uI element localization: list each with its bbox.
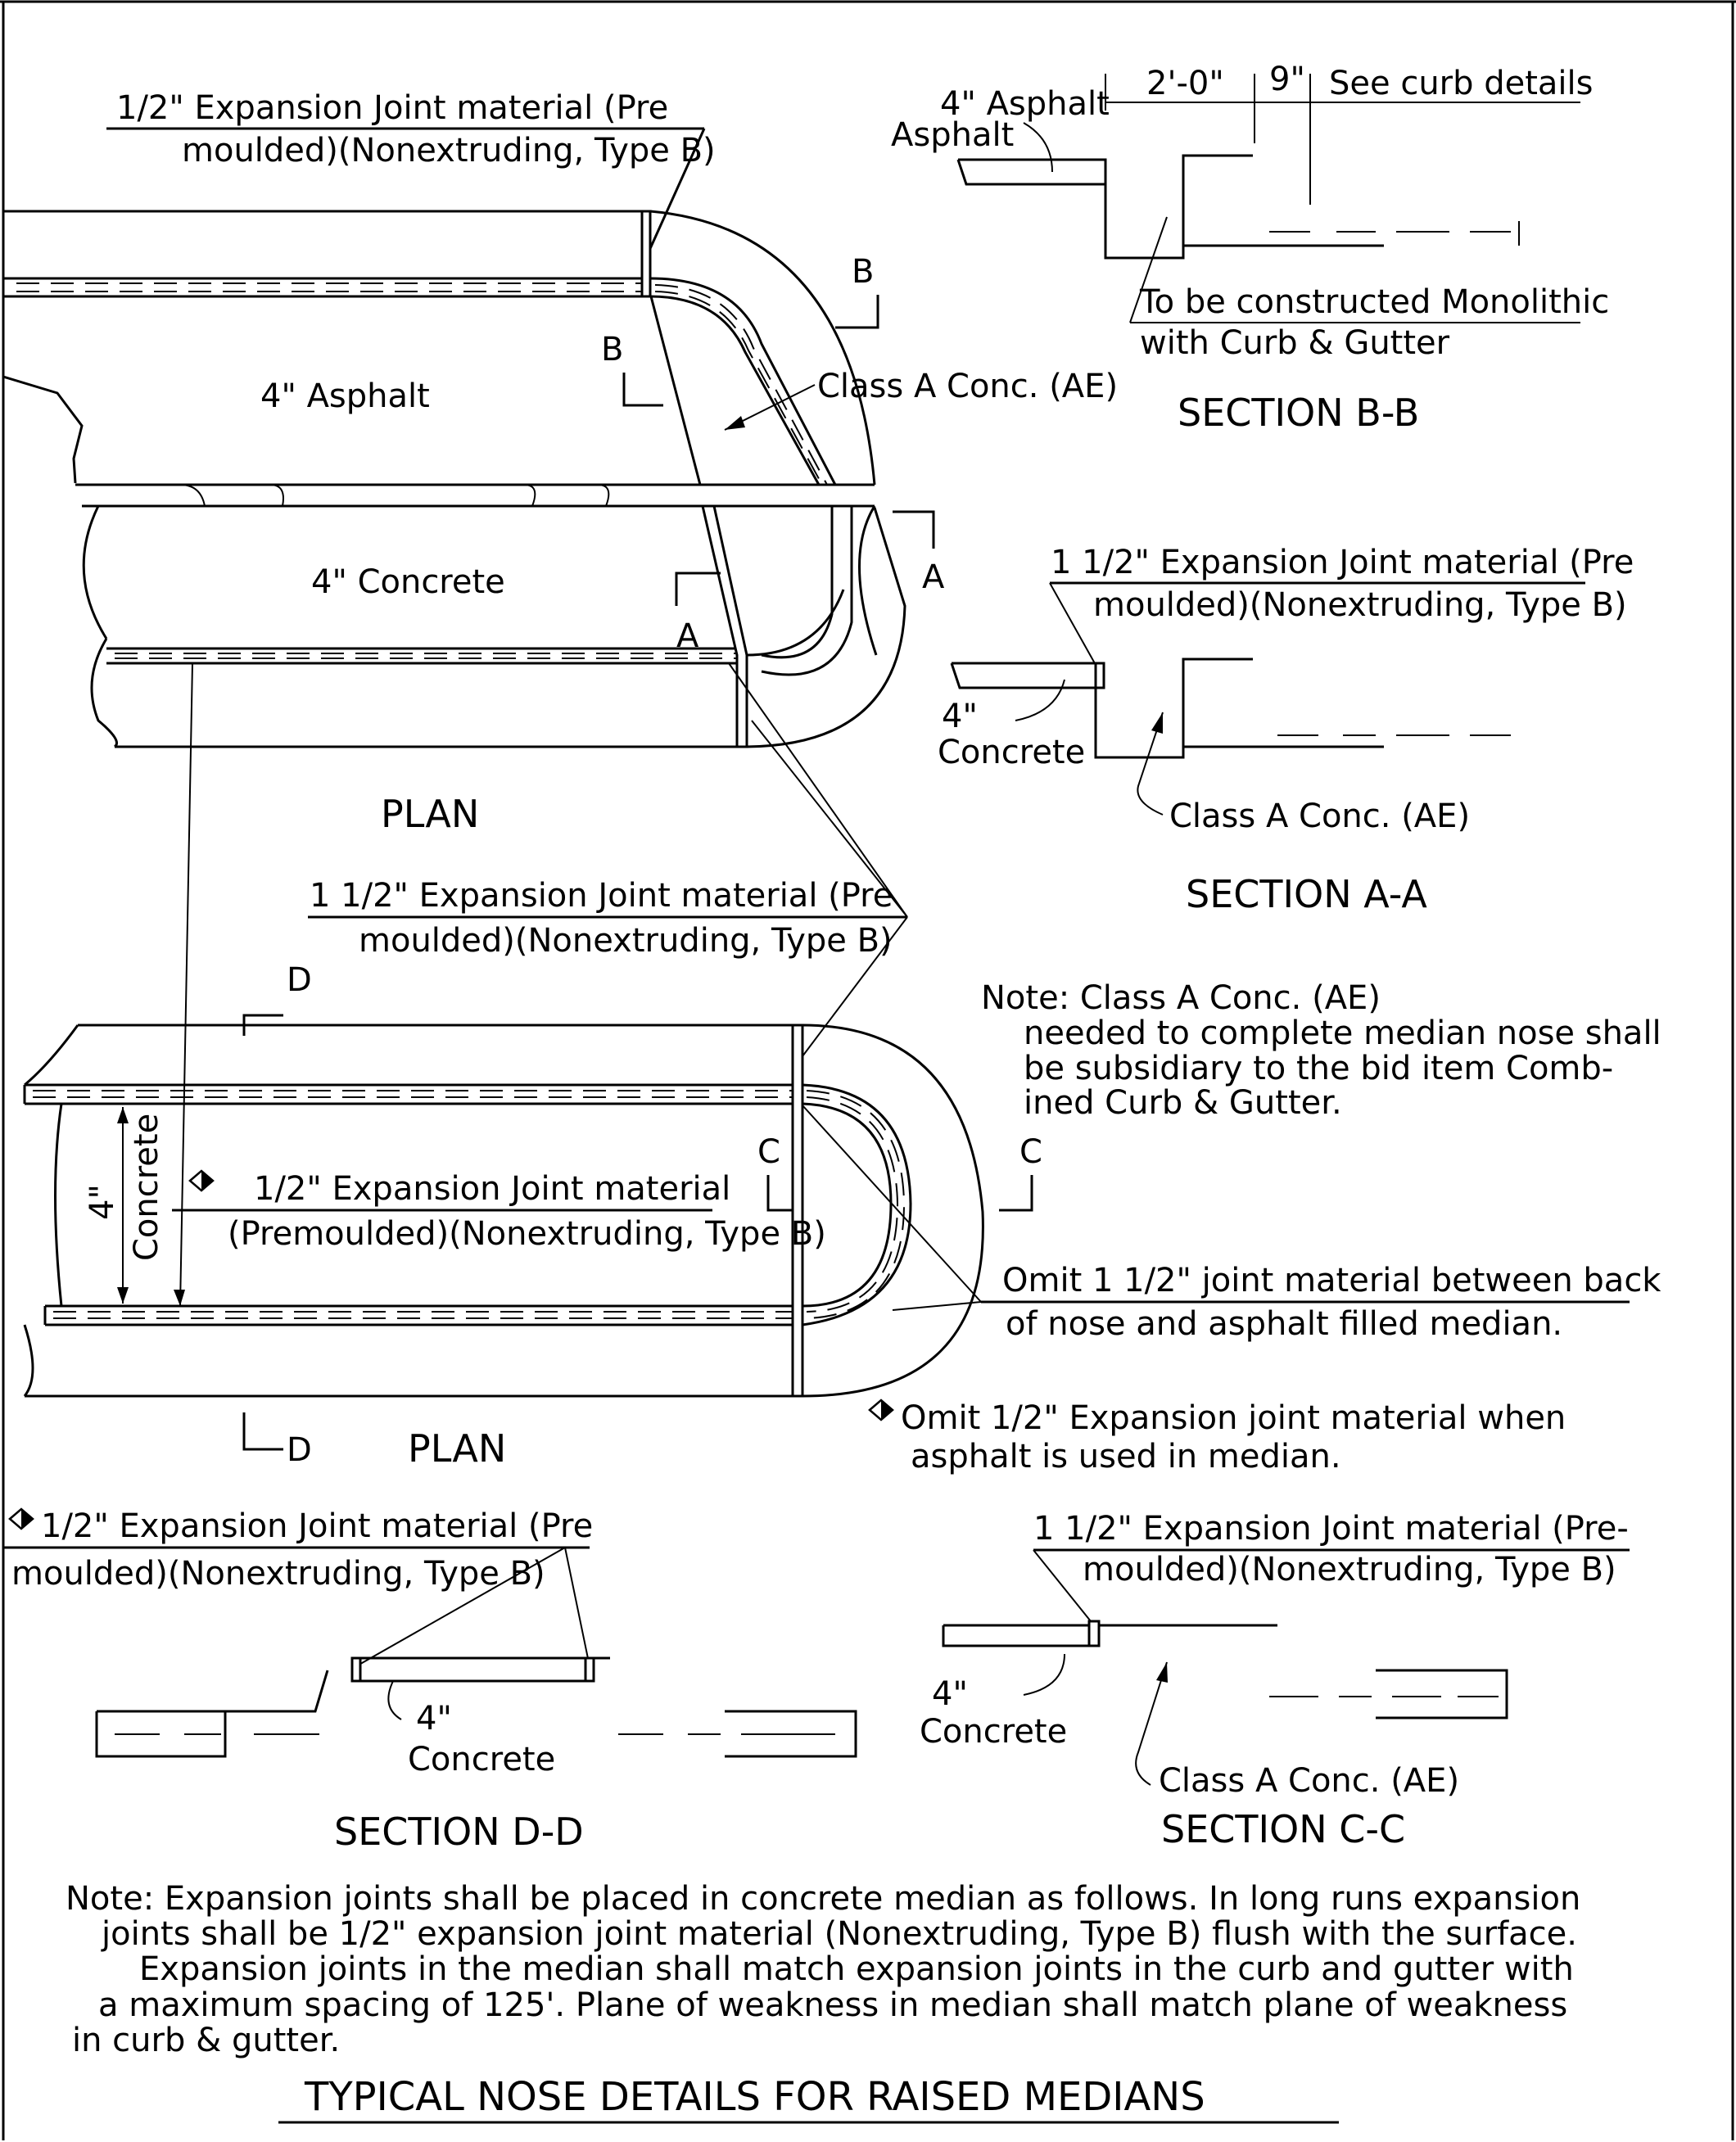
- section-aa-class-a: Class A Conc. (AE): [1169, 798, 1470, 835]
- section-bb-see-curb: See curb details: [1329, 65, 1593, 102]
- section-bb-dim-gutter: 9": [1269, 61, 1305, 98]
- section-cc-concrete-line1: 4": [932, 1675, 968, 1713]
- bottom-note-line4: a maximum spacing of 125'. Plane of weak…: [98, 1986, 1567, 2024]
- bottom-note-line3: Expansion joints in the median shall mat…: [139, 1950, 1574, 1988]
- plan-top: 1/2" Expansion Joint material (Pre mould…: [2, 89, 1118, 836]
- plan-top-cut-b-right: B: [852, 253, 874, 291]
- bottom-note-line1: Note: Expansion joints shall be placed i…: [66, 1880, 1580, 1918]
- section-dd-title: SECTION D-D: [334, 1810, 584, 1854]
- section-bb-asphalt-line1: 4" Asphalt: [940, 85, 1110, 123]
- plan-bottom-concrete-vertical: Concrete: [128, 1114, 165, 1261]
- bottom-note-line2: joints shall be 1/2" expansion joint mat…: [101, 1915, 1577, 1953]
- section-aa-concrete-line2: Concrete: [938, 734, 1085, 771]
- plan-bottom-cut-d-bottom: D: [287, 1431, 312, 1469]
- plan-bottom-title: PLAN: [408, 1426, 506, 1471]
- section-dd: 1/2" Expansion Joint material (Pre mould…: [3, 1507, 857, 1854]
- plan-bottom-omit-line2: of nose and asphalt filled median.: [1006, 1305, 1562, 1343]
- bottom-note-line5: in curb & gutter.: [72, 2022, 340, 2059]
- note-class-a-line3: be subsidiary to the bid item Comb-: [1024, 1050, 1613, 1087]
- bottom-note: Note: Expansion joints shall be placed i…: [66, 1880, 1580, 2059]
- section-cc-class-a: Class A Conc. (AE): [1159, 1762, 1459, 1800]
- plan-bottom-cut-d-top: D: [287, 961, 312, 999]
- plan-bottom-joint-line2: moulded)(Nonextruding, Type B): [359, 922, 893, 960]
- plan-top-asphalt-label: 4" Asphalt: [260, 377, 430, 415]
- plan-top-cut-b-left: B: [601, 331, 623, 368]
- plan-top-class-a-label: Class A Conc. (AE): [817, 368, 1118, 405]
- half-joint-diamond-icon: [188, 1169, 215, 1192]
- section-cc-title: SECTION C-C: [1161, 1807, 1405, 1851]
- section-aa-joint-line2: moulded)(Nonextruding, Type B): [1093, 586, 1627, 624]
- section-dd-concrete-line1: 4": [416, 1700, 452, 1738]
- note-class-a-line2: needed to complete median nose shall: [1024, 1015, 1661, 1052]
- section-cc-joint-line1: 1 1/2" Expansion Joint material (Pre-: [1033, 1510, 1629, 1548]
- section-bb: 2'-0" 9" See curb details 4" Asphalt Asp…: [891, 61, 1609, 435]
- section-aa-title: SECTION A-A: [1186, 872, 1427, 916]
- note-class-a-line1: Note: Class A Conc. (AE): [981, 979, 1381, 1017]
- section-bb-monolithic-line1: To be constructed Monolithic: [1139, 283, 1609, 321]
- plan-top-concrete-label: 4" Concrete: [311, 563, 505, 601]
- plan-bottom-dim-4: 4": [84, 1184, 121, 1220]
- plan-bottom-inner-joint-line2: (Premoulded)(Nonextruding, Type B): [228, 1215, 826, 1253]
- section-bb-monolithic-line2: with Curb & Gutter: [1140, 324, 1450, 362]
- plan-bottom-joint-line1: 1 1/2" Expansion Joint material (Pre: [310, 877, 893, 915]
- plan-top-title: PLAN: [381, 792, 479, 836]
- section-dd-diamond-icon: [8, 1507, 34, 1530]
- section-aa-concrete-line1: 4": [942, 698, 978, 735]
- section-cc-concrete-line2: Concrete: [920, 1713, 1067, 1751]
- section-bb-asphalt-line2: Asphalt: [891, 116, 1014, 154]
- plan-bottom-omit-half-line2: asphalt is used in median.: [911, 1438, 1341, 1475]
- omit-half-diamond-icon: [868, 1399, 894, 1421]
- plan-bottom-cut-c-right: C: [1019, 1133, 1042, 1171]
- section-bb-title: SECTION B-B: [1178, 391, 1419, 435]
- plan-bottom: 1 1/2" Expansion Joint material (Pre mou…: [23, 662, 1661, 1475]
- section-aa-joint-line1: 1 1/2" Expansion Joint material (Pre: [1051, 544, 1634, 581]
- section-dd-joint-line1: 1/2" Expansion Joint material (Pre: [41, 1507, 593, 1545]
- section-dd-joint-line2: moulded)(Nonextruding, Type B): [11, 1555, 545, 1593]
- plan-bottom-inner-joint-line1: 1/2" Expansion Joint material: [254, 1170, 730, 1208]
- plan-bottom-cut-c-left: C: [757, 1133, 780, 1171]
- section-cc-joint-line2: moulded)(Nonextruding, Type B): [1083, 1551, 1616, 1588]
- plan-bottom-omit-half-line1: Omit 1/2" Expansion joint material when: [901, 1399, 1566, 1437]
- drawing-title: TYPICAL NOSE DETAILS FOR RAISED MEDIANS: [304, 2074, 1205, 2120]
- section-cc: 1 1/2" Expansion Joint material (Pre- mo…: [920, 1510, 1630, 1851]
- plan-top-joint-callout-line1: 1/2" Expansion Joint material (Pre: [116, 89, 668, 127]
- section-dd-concrete-line2: Concrete: [408, 1741, 555, 1778]
- section-aa: 1 1/2" Expansion Joint material (Pre mou…: [938, 544, 1634, 916]
- plan-top-joint-callout-line2: moulded)(Nonextruding, Type B): [182, 132, 716, 169]
- note-class-a: Note: Class A Conc. (AE) needed to compl…: [981, 979, 1661, 1122]
- note-class-a-line4: ined Curb & Gutter.: [1024, 1084, 1342, 1122]
- plan-bottom-omit-line1: Omit 1 1/2" joint material between back: [1002, 1262, 1661, 1299]
- plan-top-cut-a-right: A: [922, 558, 945, 596]
- plan-top-cut-a-left: A: [676, 617, 699, 655]
- section-bb-dim-width: 2'-0": [1146, 65, 1224, 102]
